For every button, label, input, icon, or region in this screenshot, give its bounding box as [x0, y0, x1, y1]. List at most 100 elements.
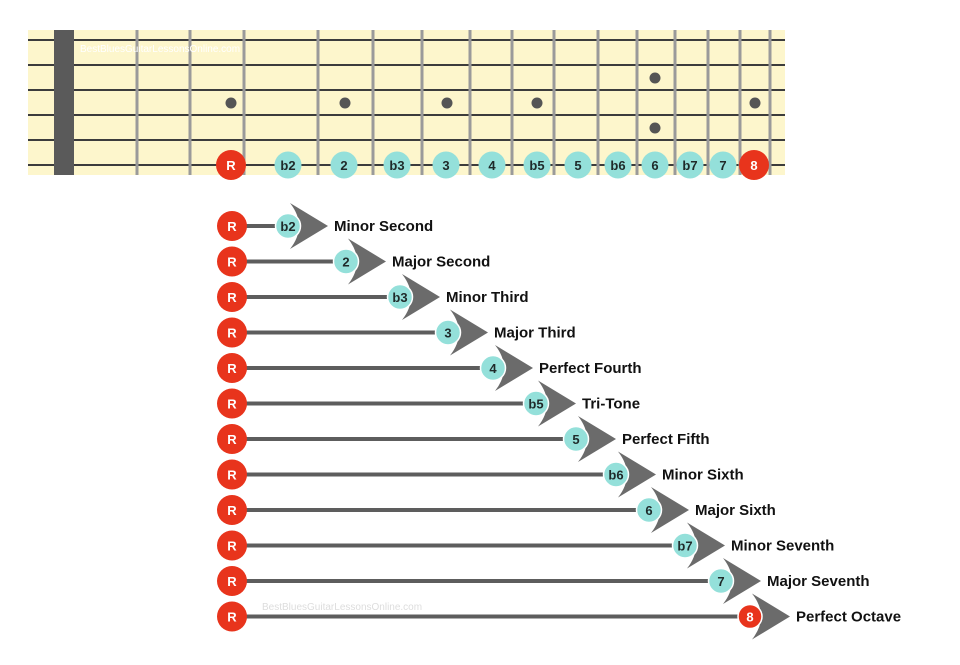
watermark-text: BestBluesGuitarLessonsOnline.com	[80, 44, 240, 55]
interval-note-marker	[274, 212, 302, 240]
root-label: R	[227, 255, 237, 270]
interval-note-label: 6	[645, 503, 652, 518]
fret-inlay-dot	[649, 122, 661, 134]
note-marker	[676, 151, 704, 179]
note-marker	[383, 151, 411, 179]
nut	[54, 30, 74, 175]
interval-note-label: 5	[572, 432, 579, 447]
fretboard-interval-note: b3	[383, 151, 411, 179]
fretboard-root-note: 8	[739, 150, 769, 180]
interval-name: Tri-Tone	[582, 396, 640, 413]
root-label: R	[227, 290, 237, 305]
fretboard-interval-note: 6	[641, 151, 669, 179]
interval-arrow	[752, 593, 790, 640]
watermark-text: BestBluesGuitarLessonsOnline.com	[262, 602, 422, 613]
interval-name: Perfect Fifth	[622, 431, 710, 448]
note-label: b7	[682, 158, 697, 173]
interval-arrow	[538, 380, 576, 427]
root-label: R	[227, 219, 237, 234]
root-label: R	[227, 397, 237, 412]
root-label: R	[227, 468, 237, 483]
fret-inlay-dot	[749, 97, 761, 109]
note-label: 2	[340, 158, 347, 173]
interval-arrow	[578, 416, 616, 462]
interval-note-marker	[602, 461, 630, 488]
interval-arrow	[723, 558, 761, 604]
note-label: 5	[574, 158, 581, 173]
fret-inlay-dot	[531, 97, 543, 109]
note-label: 7	[719, 158, 726, 173]
note-label: b6	[610, 158, 625, 173]
note-label: b2	[280, 158, 295, 173]
interval-note-marker	[386, 283, 414, 311]
interval-note-marker	[737, 603, 763, 630]
interval-note-marker	[635, 496, 663, 524]
interval-row: R 2 Major Second	[217, 238, 490, 285]
interval-arrow	[348, 238, 386, 285]
root-label: R	[227, 432, 237, 447]
interval-note-label: 2	[342, 255, 349, 270]
interval-name: Major Second	[392, 254, 490, 271]
interval-note-marker	[707, 567, 735, 595]
note-marker	[604, 151, 632, 179]
root-marker	[217, 317, 247, 348]
note-label: 3	[442, 158, 449, 173]
root-label: R	[227, 574, 237, 589]
note-label: 4	[488, 158, 496, 173]
interval-note-label: 4	[489, 361, 497, 376]
interval-row: R 7 Major Seventh	[217, 558, 870, 604]
fret-inlay-dot	[649, 72, 661, 84]
fretboard-background	[28, 30, 785, 175]
interval-arrow	[495, 345, 533, 391]
note-marker	[739, 150, 769, 180]
interval-name: Minor Second	[334, 218, 433, 235]
interval-note-label: b3	[392, 290, 407, 305]
fret-inlay-dot	[339, 97, 351, 109]
interval-arrow	[290, 203, 328, 249]
interval-name: Perfect Fourth	[539, 360, 642, 377]
note-marker	[709, 151, 737, 179]
interval-note-marker	[522, 390, 550, 417]
fretboard-interval-note: 5	[564, 151, 592, 179]
root-marker	[217, 424, 247, 454]
root-marker	[217, 530, 247, 561]
root-marker	[217, 246, 247, 277]
interval-name: Major Seventh	[767, 573, 870, 590]
note-label: b5	[529, 158, 544, 173]
note-label: 8	[750, 158, 757, 173]
note-label: R	[226, 158, 236, 173]
interval-note-label: b2	[280, 219, 295, 234]
interval-note-marker	[479, 354, 507, 382]
note-marker	[564, 151, 592, 179]
fretboard-interval-note: b7	[676, 151, 704, 179]
root-label: R	[227, 326, 237, 341]
fret-inlay-dot	[225, 97, 237, 109]
note-marker	[216, 150, 246, 180]
interval-name: Major Sixth	[695, 502, 776, 519]
interval-name: Minor Sixth	[662, 467, 744, 484]
interval-arrow	[651, 487, 689, 533]
root-marker	[217, 601, 247, 632]
interval-note-label: 7	[717, 574, 724, 589]
interval-note-marker	[562, 425, 590, 453]
root-label: R	[227, 503, 237, 518]
interval-arrow	[618, 451, 656, 498]
interval-arrow	[687, 522, 725, 569]
fretboard-interval-note: 7	[709, 151, 737, 179]
interval-note-marker	[332, 248, 360, 275]
interval-note-marker	[434, 319, 462, 346]
root-marker	[217, 566, 247, 596]
interval-name: Minor Third	[446, 289, 529, 306]
fretboard-interval-note: b5	[523, 151, 551, 179]
root-marker	[217, 353, 247, 383]
interval-arrow	[402, 274, 440, 320]
